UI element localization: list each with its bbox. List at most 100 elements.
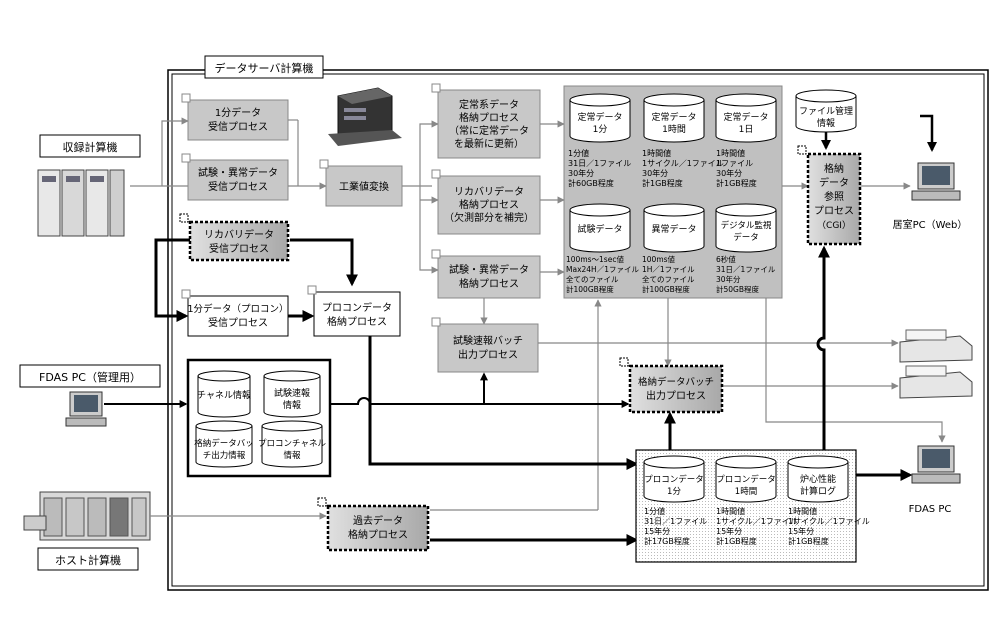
- p4-line1: 1分データ（プロコン）: [187, 303, 288, 315]
- process-test-anomaly-receive: 試験・異常データ 受信プロセス: [181, 153, 289, 201]
- s3-line1: 試験・異常データ: [449, 263, 529, 276]
- pc3-desc3: 15年分: [788, 526, 814, 536]
- s2-line1: リカバリデータ: [454, 185, 524, 198]
- mainframe-icon: [23, 491, 151, 541]
- pc2-name2: 1時間: [735, 487, 757, 497]
- steady-1min-db: 定常データ 1分 1分値 31日／1ファイル 30年分 計60GB程度: [568, 93, 631, 188]
- teijo1-desc3: 30年分: [568, 168, 594, 178]
- pc1-desc3: 15年分: [644, 526, 670, 536]
- pc1-desc4: 計17GB程度: [644, 536, 690, 546]
- process-test-anomaly-store: 試験・異常データ 格納プロセス: [431, 249, 541, 299]
- process-test-batch-output: 試験速報バッチ 出力プロセス: [431, 317, 539, 373]
- p4-line2: 受信プロセス: [208, 317, 268, 329]
- d2-line2: 情報: [283, 399, 301, 411]
- cgi-line3: 参照: [824, 190, 844, 203]
- p5-line2: 格納プロセス: [327, 315, 387, 328]
- kako-line1: 過去データ: [353, 514, 403, 527]
- pc3-name2: 計算ログ: [800, 485, 836, 497]
- d4-line1: プロコンチャネル: [258, 439, 326, 449]
- pc3-desc4: 計1GB程度: [788, 536, 829, 546]
- pc3-desc1: 1時間値: [788, 506, 817, 516]
- server-tower-icon: [328, 87, 402, 146]
- process-kogyo-conversion: 工業値変換: [319, 159, 403, 207]
- process-past-data-store: 過去データ 格納プロセス: [317, 497, 430, 552]
- teijo1-name1: 定常データ: [577, 111, 622, 123]
- s1-line3: （常に定常データ: [449, 124, 529, 137]
- procon-1hour-db: プロコンデータ 1時間 1時間値 1サイクル／1ファイル 15年分 計1GB程度: [715, 455, 798, 546]
- teijo1-desc4: 計60GB程度: [568, 178, 614, 188]
- file-kanri-line2: 情報: [817, 117, 835, 129]
- digital-monitor-db: デジタル監視 データ 6秒値 31日／1ファイル 30年分 計50GB程度: [715, 203, 777, 294]
- d1-line1: チャネル情報: [197, 389, 251, 401]
- teijo2-desc2: 1サイクル／1ファイル: [642, 159, 724, 168]
- ijo-name1: 異常データ: [651, 223, 696, 235]
- teijo2-name1: 定常データ: [651, 111, 696, 123]
- process-recovery-store: リカバリデータ 格納プロセス （欠測部分を補完）: [431, 169, 541, 235]
- pc2-desc3: 15年分: [716, 526, 742, 536]
- digital-desc2: 31日／1ファイル: [716, 265, 776, 274]
- s1-line1: 定常系データ: [459, 98, 519, 111]
- p5-line1: プロコンデータ: [322, 301, 392, 314]
- teijo3-desc1: 1時間値: [716, 148, 745, 158]
- core-performance-db: 炉心性能 計算ログ 1時間値 1サイクル／1ファイル 15年分 計1GB程度: [787, 455, 870, 546]
- batch1-line2: 出力プロセス: [458, 348, 518, 361]
- digital-desc3: 30年分: [716, 274, 741, 284]
- procon-1min-db: プロコンデータ 1分 1分値 31日／1ファイル 15年分 計17GB程度: [643, 455, 707, 546]
- digital-desc1: 6秒値: [716, 254, 736, 264]
- pc1-desc1: 1分値: [644, 506, 665, 516]
- teijo3-desc3: 30年分: [716, 168, 742, 178]
- process-recovery-receive: リカバリデータ 受信プロセス: [179, 213, 290, 262]
- ijo-desc2: 1H／1ファイル: [642, 265, 695, 274]
- cgi-line1: 格納: [824, 162, 844, 175]
- teijo1-name2: 1分: [593, 124, 608, 135]
- s3-line2: 格納プロセス: [459, 277, 519, 290]
- pc2-desc2: 1サイクル／1ファイル: [716, 517, 798, 526]
- teijo2-desc4: 計1GB程度: [642, 178, 683, 188]
- teijo3-desc2: 1ファイル: [716, 159, 753, 168]
- pc3-desc2: 1サイクル／1ファイル: [788, 517, 870, 526]
- shuroku-label: 収録計算機: [63, 140, 118, 154]
- pc3-name1: 炉心性能: [800, 473, 836, 485]
- pc2-desc1: 1時間値: [716, 506, 745, 516]
- d3-line1: 格納データバッ: [194, 438, 254, 449]
- outer-title: データサーバ計算機: [215, 61, 314, 75]
- digital-desc4: 計50GB程度: [716, 284, 760, 294]
- teijo3-name2: 1日: [739, 124, 754, 135]
- batch-output-info-db: 格納データバッ チ出力情報: [194, 420, 254, 468]
- shiken-desc3: 全てのファイル: [566, 274, 619, 284]
- teijo1-desc2: 31日／1ファイル: [568, 159, 631, 168]
- s1-line4: を最新に更新）: [454, 137, 524, 150]
- teijo2-desc3: 30年分: [642, 168, 668, 178]
- pc2-desc4: 計1GB程度: [716, 536, 757, 546]
- process-1min-receive: 1分データ 受信プロセス: [181, 93, 289, 141]
- cgi-line5: （CGI）: [817, 220, 851, 231]
- teijo3-desc4: 計1GB程度: [716, 178, 757, 188]
- process-cgi-reference: 格納 データ 参照 プロセス （CGI）: [797, 145, 862, 246]
- test-data-db: 試験データ 100ms～1sec値 Max24H／1ファイル 全てのファイル 計…: [566, 203, 639, 294]
- procon-channel-db: プロコンチャネル 情報: [258, 420, 326, 468]
- batch1-line1: 試験速報バッチ: [453, 334, 523, 347]
- server-rack-icon: [37, 169, 125, 237]
- s2-line3: （欠測部分を補完）: [444, 211, 534, 224]
- shiken-desc4: 計100GB程度: [566, 284, 614, 294]
- process-stored-batch-output: 格納データバッチ 出力プロセス: [619, 357, 724, 414]
- pc1-desc2: 31日／1ファイル: [644, 517, 707, 526]
- test-report-db: 試験速報 情報: [263, 370, 321, 418]
- channel-info-db: チャネル情報: [197, 370, 251, 418]
- p2-line1: 試験・異常データ: [198, 166, 278, 179]
- data-server-frame: [167, 69, 989, 591]
- ijo-desc4: 計100GB程度: [642, 284, 690, 294]
- printer-icon: [899, 365, 973, 399]
- d4-line2: 情報: [283, 450, 301, 461]
- digital-name2: データ: [733, 232, 759, 243]
- pc1-name2: 1分: [667, 487, 681, 497]
- p1-line1: 1分データ: [215, 106, 261, 119]
- ijo-desc1: 100ms値: [642, 254, 676, 264]
- pc1-name1: プロコンデータ: [644, 474, 704, 485]
- printer-icon: [899, 329, 973, 363]
- host-label: ホスト計算機: [55, 553, 121, 567]
- steady-1day-db: 定常データ 1日 1時間値 1ファイル 30年分 計1GB程度: [715, 93, 777, 188]
- d3-line2: チ出力情報: [203, 450, 246, 461]
- steady-1hour-db: 定常データ 1時間 1時間値 1サイクル／1ファイル 30年分 計1GB程度: [642, 93, 724, 188]
